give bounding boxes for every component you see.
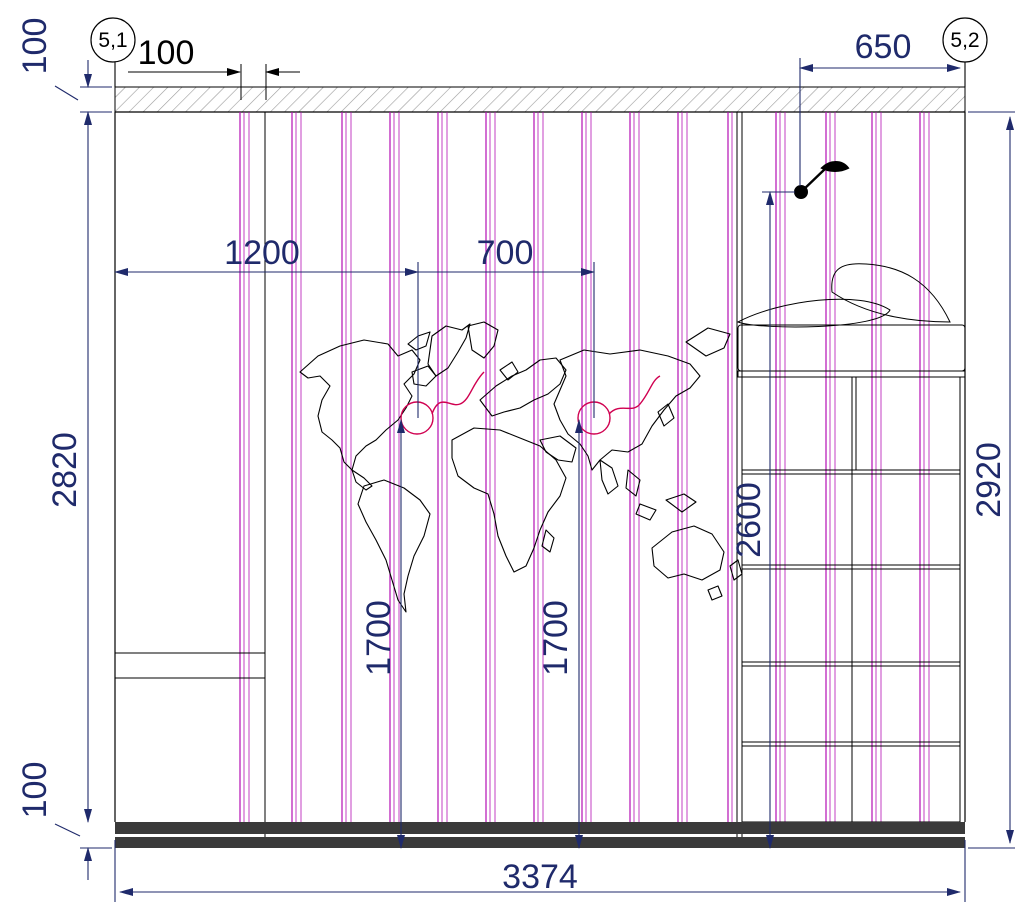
- loft-bed-with-shelving: [736, 112, 966, 848]
- dim-left-offset: 100: [138, 34, 195, 72]
- axis-marker-5-2: 5,2: [942, 17, 988, 63]
- dim-lamp-height: 2600: [730, 482, 768, 558]
- dim-right-offset: 650: [855, 28, 912, 66]
- offset-dimension-left: [128, 64, 300, 100]
- dimension-labels: 3374 1200 700 650 2820 2920 100 100 1700…: [16, 18, 1008, 896]
- axis-label-5-2: 5,2: [950, 29, 979, 52]
- axis-marker-5-1: 5,1: [90, 17, 136, 63]
- dim-wall-height: 2820: [46, 432, 84, 508]
- dimension-lines: [54, 58, 1015, 902]
- wall-lamp: [794, 161, 850, 199]
- wall-outline: [114, 111, 966, 822]
- dim-floor-thickness: 100: [16, 762, 54, 819]
- outlet-left: [400, 371, 485, 435]
- dim-socket-height-1: 1700: [360, 600, 398, 676]
- vertical-pinstripes: [239, 112, 930, 822]
- outlet-right: [577, 375, 661, 435]
- dim-total-width: 3374: [502, 858, 578, 896]
- wall-outlets: [400, 371, 661, 435]
- dim-ceiling-thickness: 100: [16, 18, 54, 75]
- floor-slab: [115, 822, 965, 848]
- wardrobe-panel: [115, 112, 266, 848]
- dim-total-height: 2920: [970, 442, 1008, 518]
- axis-label-5-1: 5,1: [98, 29, 127, 52]
- dim-map-offset: 1200: [224, 234, 300, 272]
- ceiling-slab: [114, 86, 966, 113]
- dim-map-spacing: 700: [477, 234, 534, 272]
- world-map: [299, 321, 743, 613]
- dim-socket-height-2: 1700: [537, 600, 575, 676]
